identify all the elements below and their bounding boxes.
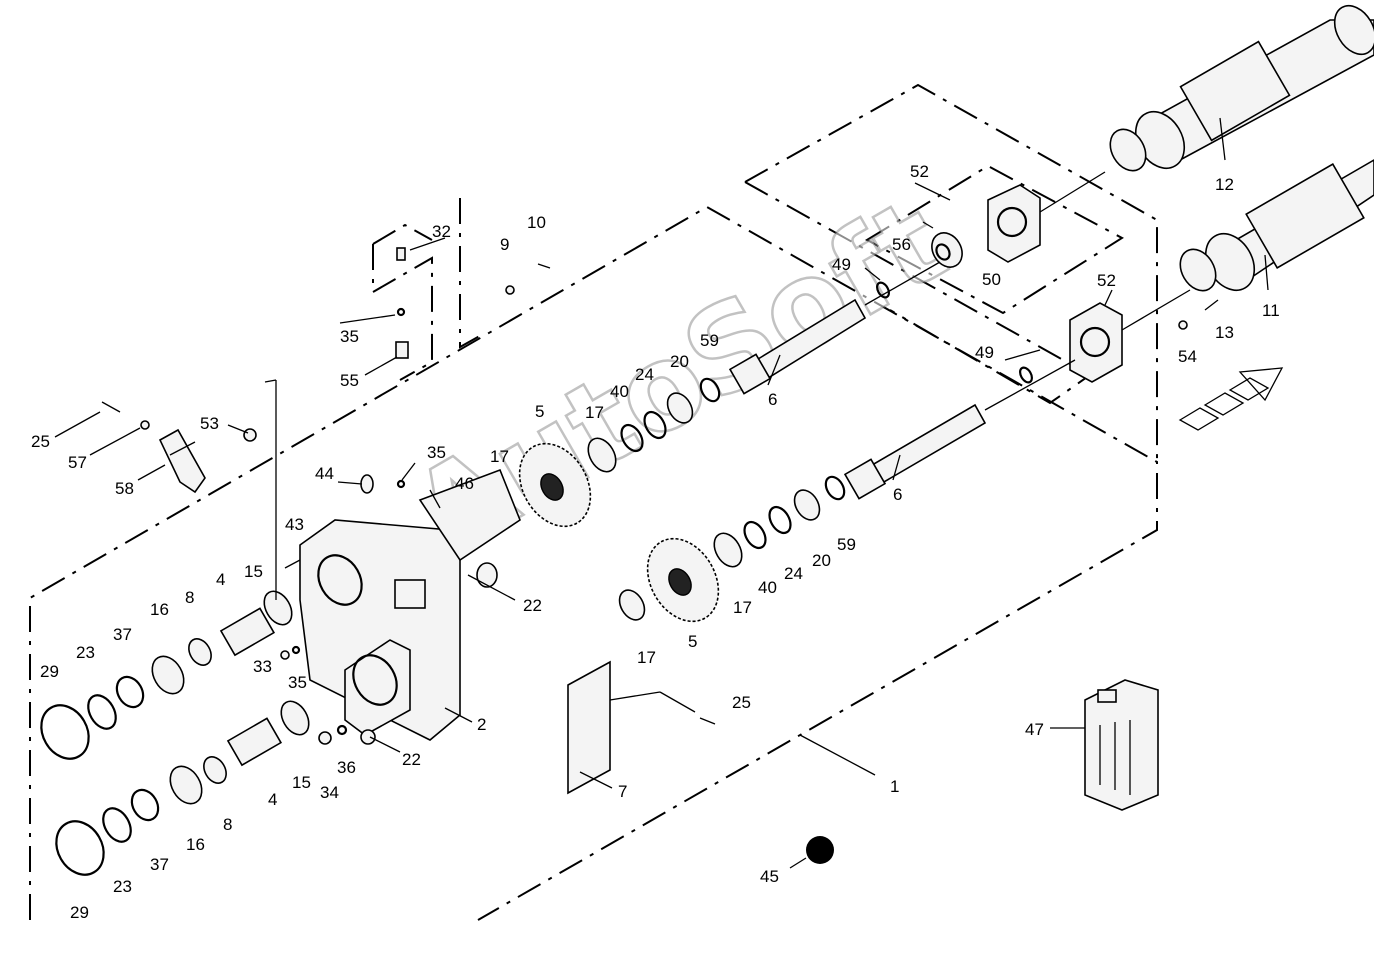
- callout-43: 43: [285, 515, 304, 534]
- callout-22: 22: [402, 750, 421, 769]
- callout-labels: 1 2 4 4 5 5 6 6 7 8 8 9 10 11 12 13 15 1…: [31, 162, 1280, 922]
- callout-40: 40: [758, 578, 777, 597]
- callout-50: 50: [982, 270, 1001, 289]
- callout-33: 33: [253, 657, 272, 676]
- callout-17: 17: [637, 648, 656, 667]
- gear-5-upper: [518, 442, 592, 528]
- callout-59: 59: [700, 331, 719, 350]
- callout-34: 34: [320, 783, 339, 802]
- flange-52-lower: [1069, 289, 1191, 383]
- bearing-50: [931, 232, 963, 268]
- gearbox-housing-2: [299, 468, 521, 741]
- leader-lines: [54, 117, 1269, 869]
- callout-17: 17: [733, 598, 752, 617]
- callout-29: 29: [40, 662, 59, 681]
- callout-16: 16: [150, 600, 169, 619]
- callout-15: 15: [292, 773, 311, 792]
- cover-plate-7: [567, 660, 696, 795]
- callout-23: 23: [113, 877, 132, 896]
- callout-24: 24: [635, 365, 654, 384]
- callout-6: 6: [893, 485, 902, 504]
- shaft-6-upper: [728, 261, 941, 395]
- callout-22: 22: [523, 596, 542, 615]
- callout-49: 49: [975, 343, 994, 362]
- callout-4: 4: [268, 790, 277, 809]
- callout-4: 4: [216, 570, 225, 589]
- callout-52: 52: [910, 162, 929, 181]
- callout-7: 7: [618, 782, 627, 801]
- callout-40: 40: [610, 382, 629, 401]
- callout-54: 54: [1178, 347, 1197, 366]
- callout-58: 58: [115, 479, 134, 498]
- callout-37: 37: [150, 855, 169, 874]
- callout-12: 12: [1215, 175, 1234, 194]
- callout-9: 9: [500, 235, 509, 254]
- callout-57: 57: [68, 453, 87, 472]
- callout-20: 20: [812, 551, 831, 570]
- callout-49: 49: [832, 255, 851, 274]
- callout-35: 35: [427, 443, 446, 462]
- callout-2: 2: [477, 715, 486, 734]
- paint-dot-45: [806, 836, 834, 864]
- callout-8: 8: [223, 815, 232, 834]
- callout-23: 23: [76, 643, 95, 662]
- callout-56: 56: [892, 235, 911, 254]
- drive-shaft-12: [1109, 4, 1374, 172]
- input-side-parts: [40, 590, 310, 876]
- callout-44: 44: [315, 464, 334, 483]
- callout-35: 35: [288, 673, 307, 692]
- callout-25: 25: [732, 693, 751, 712]
- callout-5: 5: [535, 402, 544, 421]
- callout-16: 16: [186, 835, 205, 854]
- callout-1: 1: [890, 777, 899, 796]
- callout-10: 10: [527, 213, 546, 232]
- callout-11: 11: [1262, 301, 1280, 320]
- callout-15: 15: [244, 562, 263, 581]
- callout-24: 24: [784, 564, 803, 583]
- group-boundaries: [29, 83, 1158, 921]
- callout-17: 17: [585, 403, 604, 422]
- shaft-6-lower: [843, 359, 1076, 500]
- callout-25: 25: [31, 432, 50, 451]
- callout-32: 32: [432, 222, 451, 241]
- callout-37: 37: [113, 625, 132, 644]
- callout-53: 53: [200, 414, 219, 433]
- callout-46: 46: [455, 474, 474, 493]
- callout-45: 45: [760, 867, 779, 886]
- callout-55: 55: [340, 371, 359, 390]
- callout-13: 13: [1215, 323, 1234, 342]
- callout-5: 5: [688, 632, 697, 651]
- callout-59: 59: [837, 535, 856, 554]
- callout-17: 17: [490, 447, 509, 466]
- callout-8: 8: [185, 588, 194, 607]
- flange-52-upper: [987, 171, 1106, 263]
- callout-20: 20: [670, 352, 689, 371]
- callout-47: 47: [1025, 720, 1044, 739]
- direction-arrow-icon: [1178, 367, 1284, 431]
- drive-shaft-11: [1179, 159, 1374, 292]
- gear-5-lower: [646, 537, 720, 623]
- callout-29: 29: [70, 903, 89, 922]
- callout-35: 35: [340, 327, 359, 346]
- callout-6: 6: [768, 390, 777, 409]
- callout-36: 36: [337, 758, 356, 777]
- oil-canister-47: [1084, 679, 1159, 811]
- callout-52: 52: [1097, 271, 1116, 290]
